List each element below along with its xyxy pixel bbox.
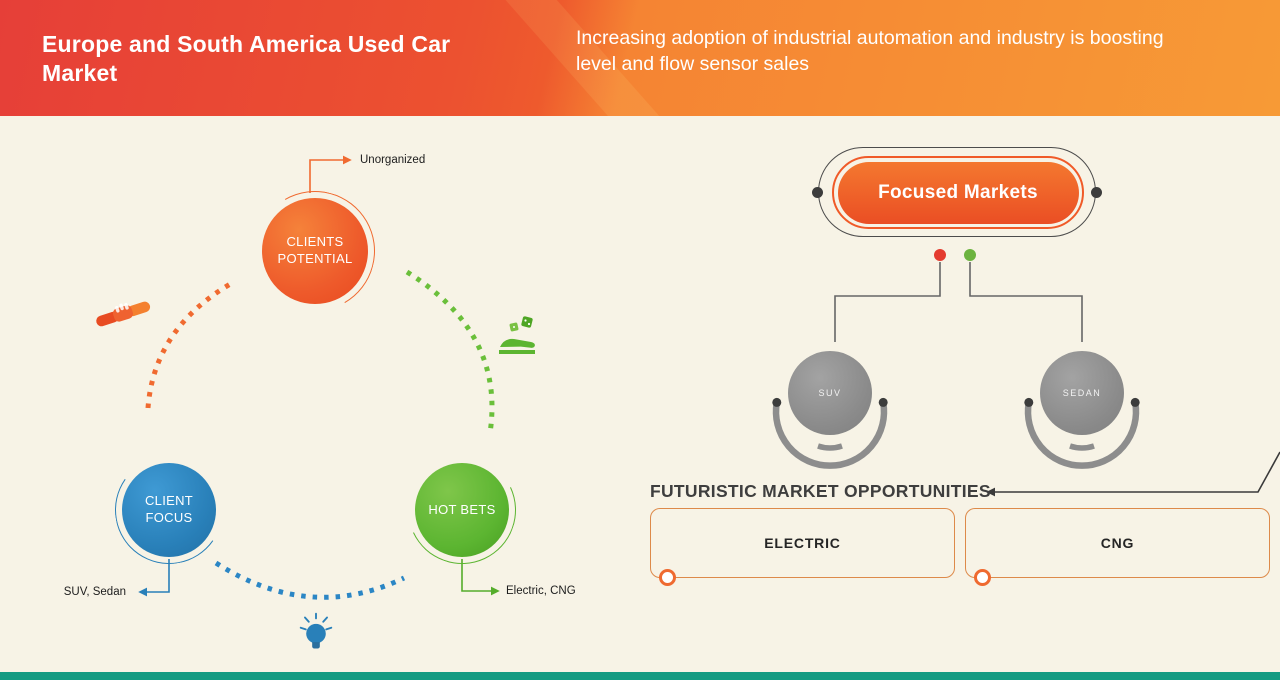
opportunity-cng-label: CNG bbox=[1100, 535, 1135, 551]
node-client-focus-label: CLIENT FOCUS bbox=[144, 493, 194, 525]
node-clients-potential-label: CLIENTS POTENTIAL bbox=[277, 234, 353, 266]
green-dot bbox=[964, 249, 976, 261]
corner-ring-icon bbox=[974, 569, 991, 586]
futuristic-section-title: FUTURISTIC MARKET OPPORTUNITIES bbox=[650, 481, 991, 501]
red-dot bbox=[934, 249, 946, 261]
dotted-arc-orange bbox=[145, 280, 234, 409]
tree-branch-left bbox=[834, 262, 941, 342]
annotation-electric-cng: Electric, CNG bbox=[506, 585, 576, 597]
annotation-suv-sedan: SUV, Sedan bbox=[63, 586, 126, 598]
opportunity-box-electric: ELECTRIC bbox=[650, 508, 955, 586]
lightbulb-icon bbox=[299, 612, 333, 662]
arrow-futuristic bbox=[986, 451, 1280, 497]
annotation-unorganized: Unorganized bbox=[360, 154, 426, 166]
focused-markets-pill: Focused Markets bbox=[837, 161, 1079, 224]
node-hot-bets: HOT BETS bbox=[415, 463, 509, 557]
dotted-arc-green bbox=[405, 269, 495, 434]
market-circle-suv: SUV bbox=[788, 351, 872, 435]
opportunity-electric-label: ELECTRIC bbox=[764, 535, 841, 551]
corner-ring-icon bbox=[659, 569, 676, 586]
dice-hand-icon bbox=[498, 316, 542, 361]
header-banner: Europe and South America Used Car Market… bbox=[0, 0, 1280, 116]
page-title: Europe and South America Used Car Market bbox=[42, 31, 451, 87]
node-clients-potential: CLIENTS POTENTIAL bbox=[262, 198, 368, 304]
tree-branch-right bbox=[969, 262, 1083, 342]
node-client-focus: CLIENT FOCUS bbox=[122, 463, 216, 557]
focused-markets-ring: Focused Markets bbox=[832, 156, 1084, 229]
market-circle-sedan: SEDAN bbox=[1040, 351, 1124, 435]
opportunity-box-cng: CNG bbox=[965, 508, 1270, 586]
outline-right-dot bbox=[1091, 187, 1102, 198]
outline-left-dot bbox=[812, 187, 823, 198]
bottom-accent-bar bbox=[0, 672, 1280, 680]
arrow-unorganized bbox=[309, 155, 352, 193]
header-subtitle: Increasing adoption of industrial automa… bbox=[576, 27, 1164, 75]
node-hot-bets-label: HOT BETS bbox=[428, 501, 496, 517]
dotted-arc-blue bbox=[214, 560, 406, 600]
handshake-icon bbox=[94, 296, 152, 336]
market-circle-sedan-label: SEDAN bbox=[1062, 388, 1102, 398]
market-circle-suv-label: SUV bbox=[818, 388, 842, 398]
